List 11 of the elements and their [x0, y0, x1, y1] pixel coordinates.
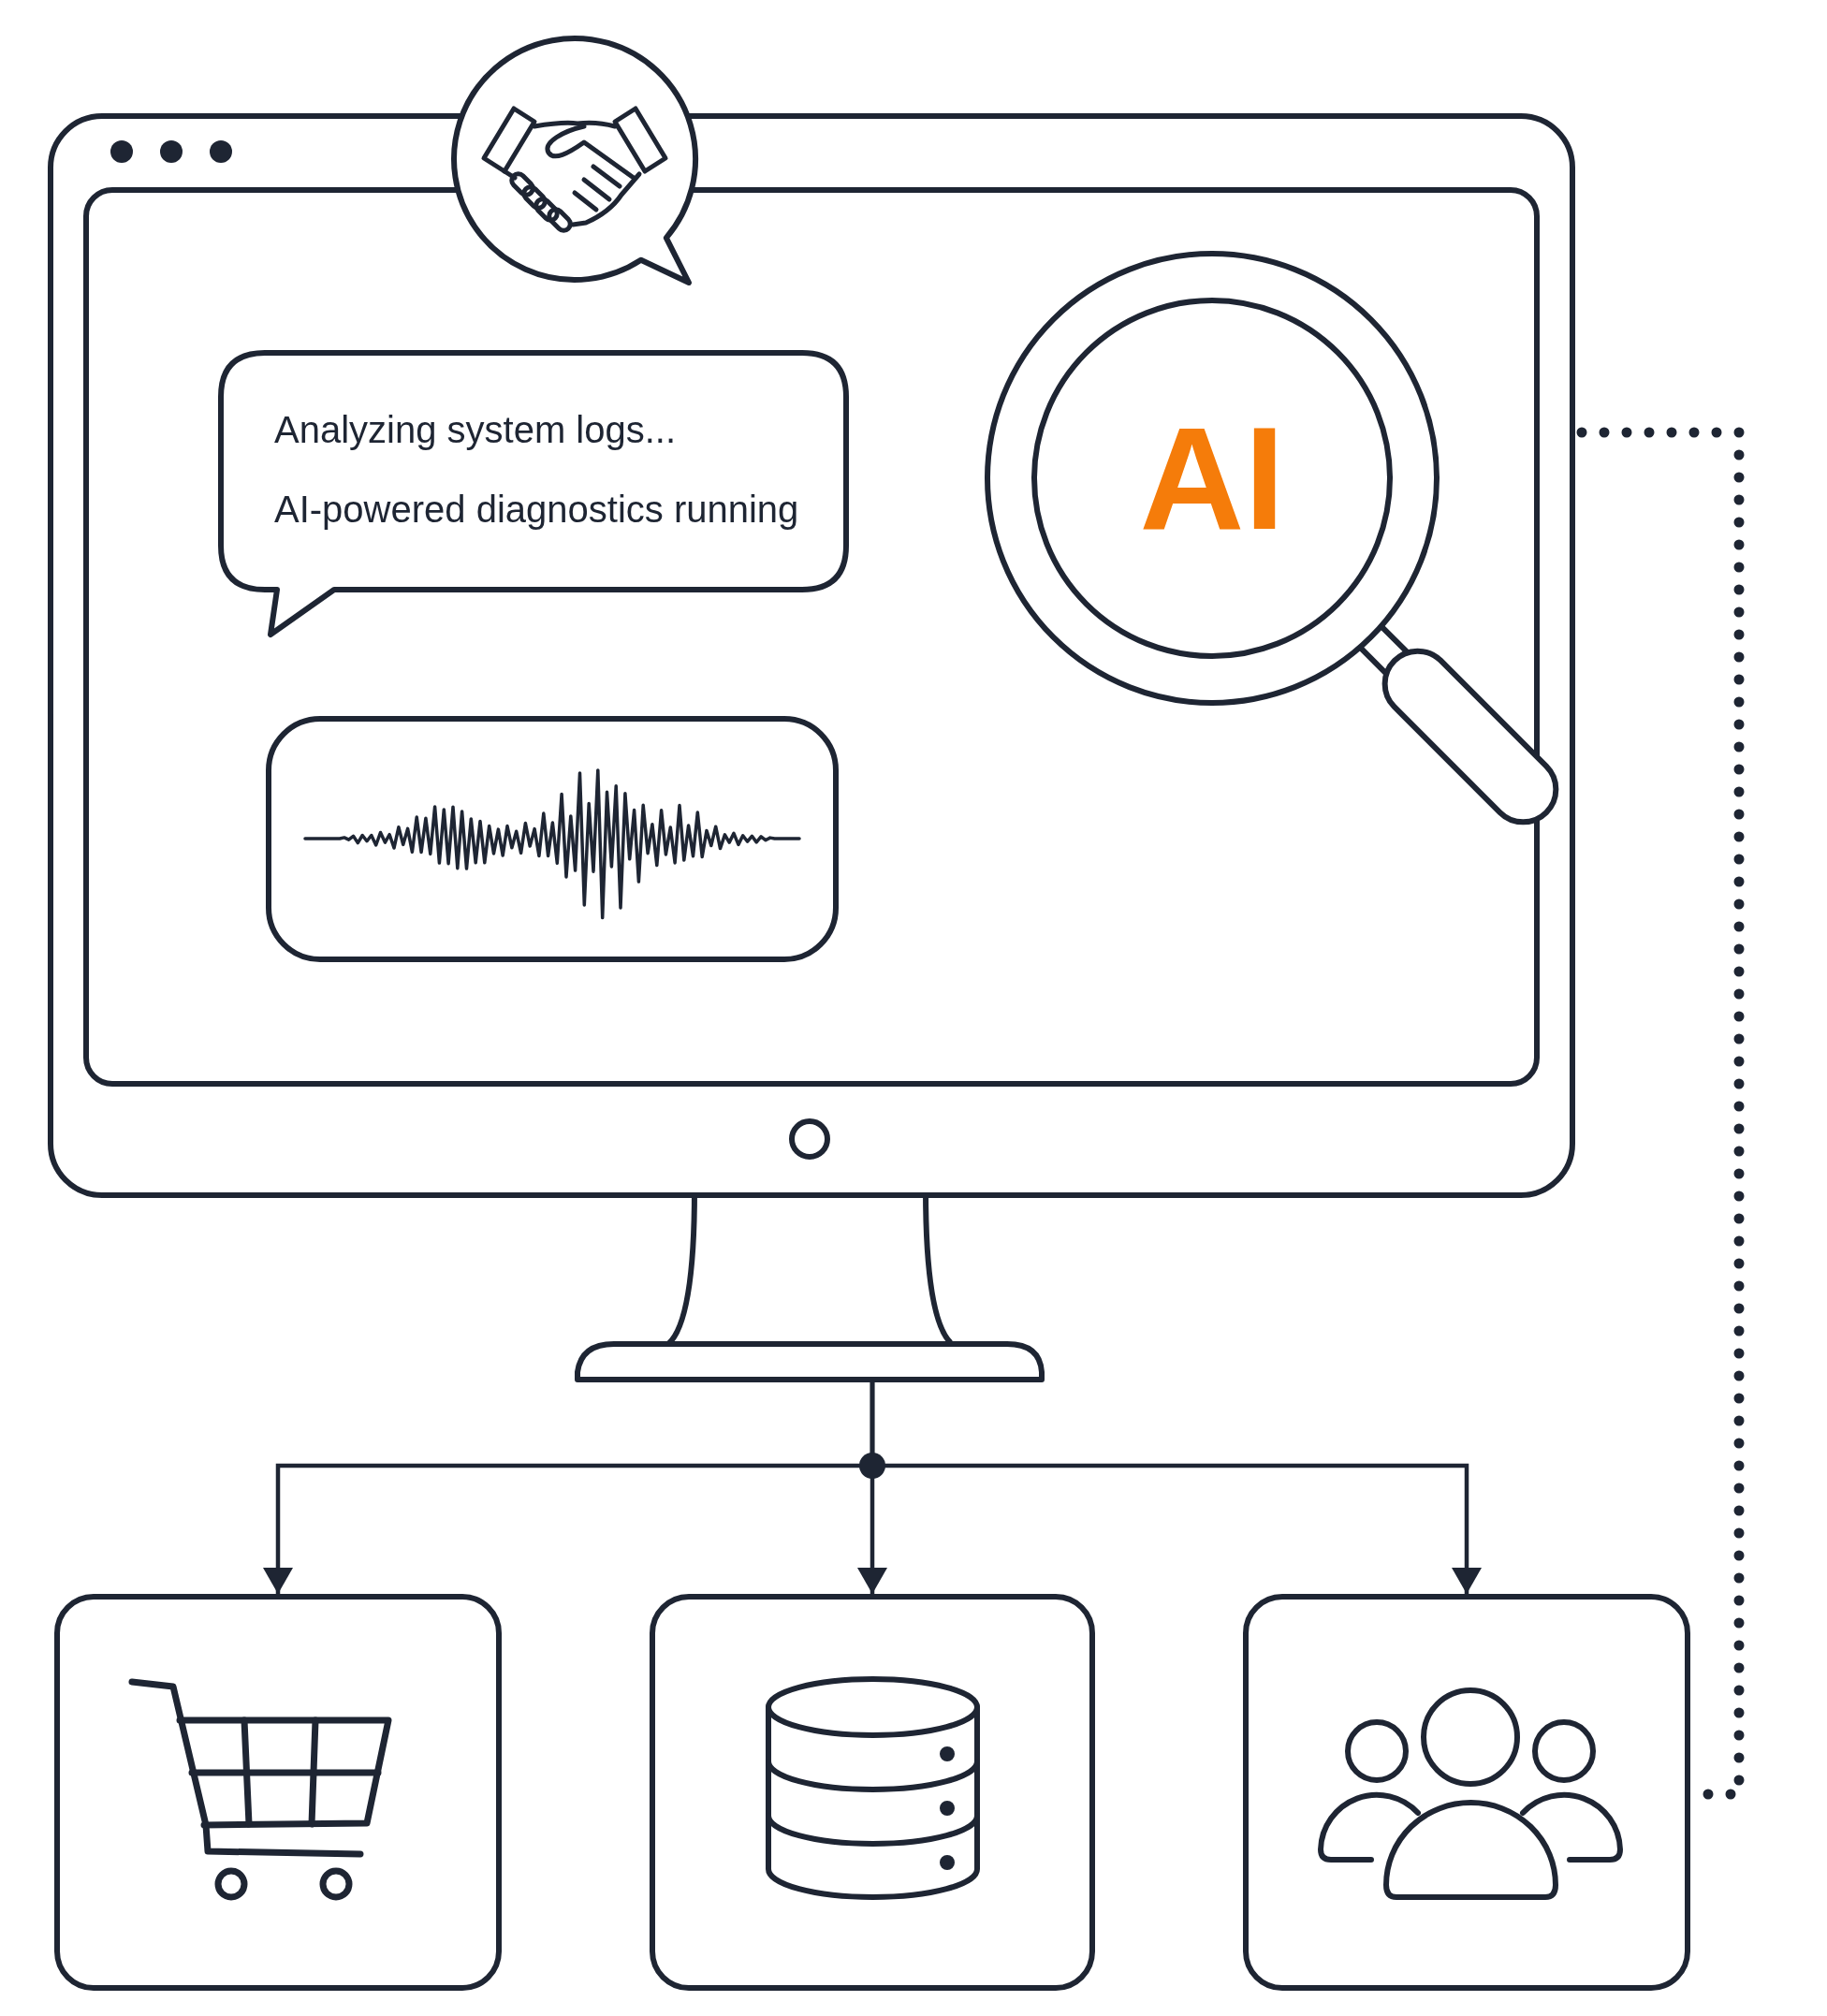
waveform-panel: [266, 716, 839, 962]
lens-label: AI: [1139, 405, 1285, 551]
users-card: [1243, 1594, 1690, 1991]
monitor: [48, 113, 1575, 1382]
dotted-line: [1576, 427, 1745, 1800]
status-message: Analyzing system logs...: [274, 408, 677, 451]
database-card: [650, 1594, 1095, 1991]
cart-card: [54, 1594, 502, 1991]
arrow: [870, 1382, 1482, 1594]
speech-bubble: [218, 350, 849, 640]
status-message: AI-powered diagnostics running: [274, 488, 799, 531]
